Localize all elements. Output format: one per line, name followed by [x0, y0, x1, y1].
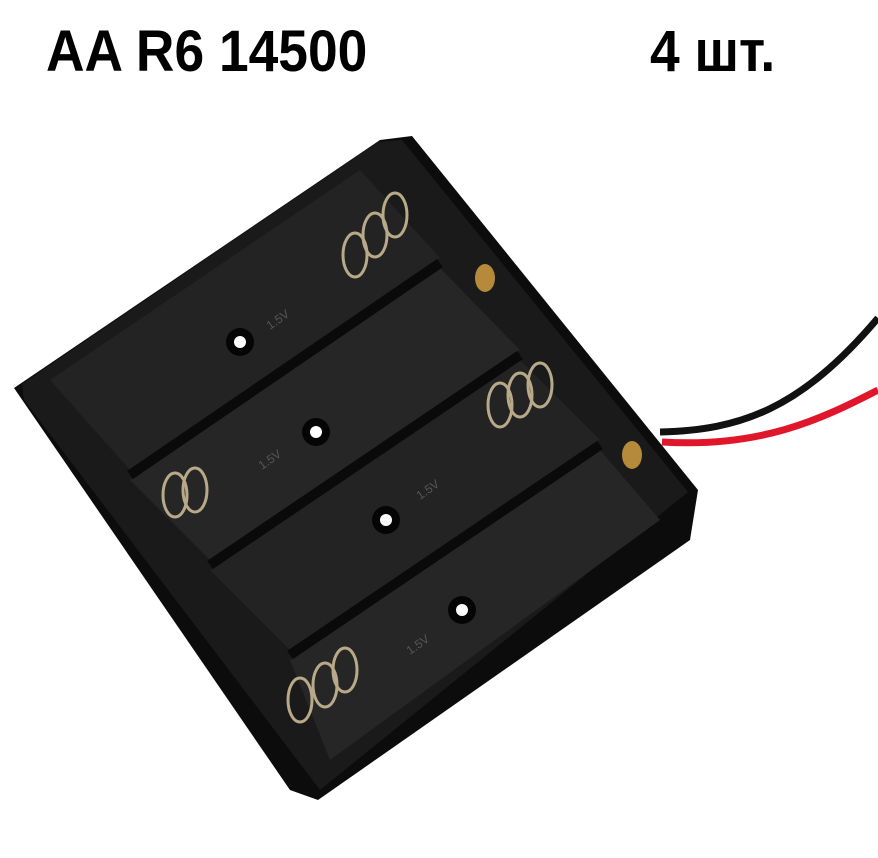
- brass-contacts: [475, 264, 642, 469]
- spring-contacts: [161, 191, 554, 724]
- battery-holder-body: [14, 136, 698, 800]
- title-quantity: 4 шт.: [650, 19, 776, 84]
- title-battery-type: AA R6 14500: [46, 19, 368, 84]
- mounting-holes: [226, 328, 476, 624]
- wire-leads: [659, 315, 878, 447]
- battery-holder-photo: 1.5V 1.5V 1.5V 1.5V: [14, 136, 878, 800]
